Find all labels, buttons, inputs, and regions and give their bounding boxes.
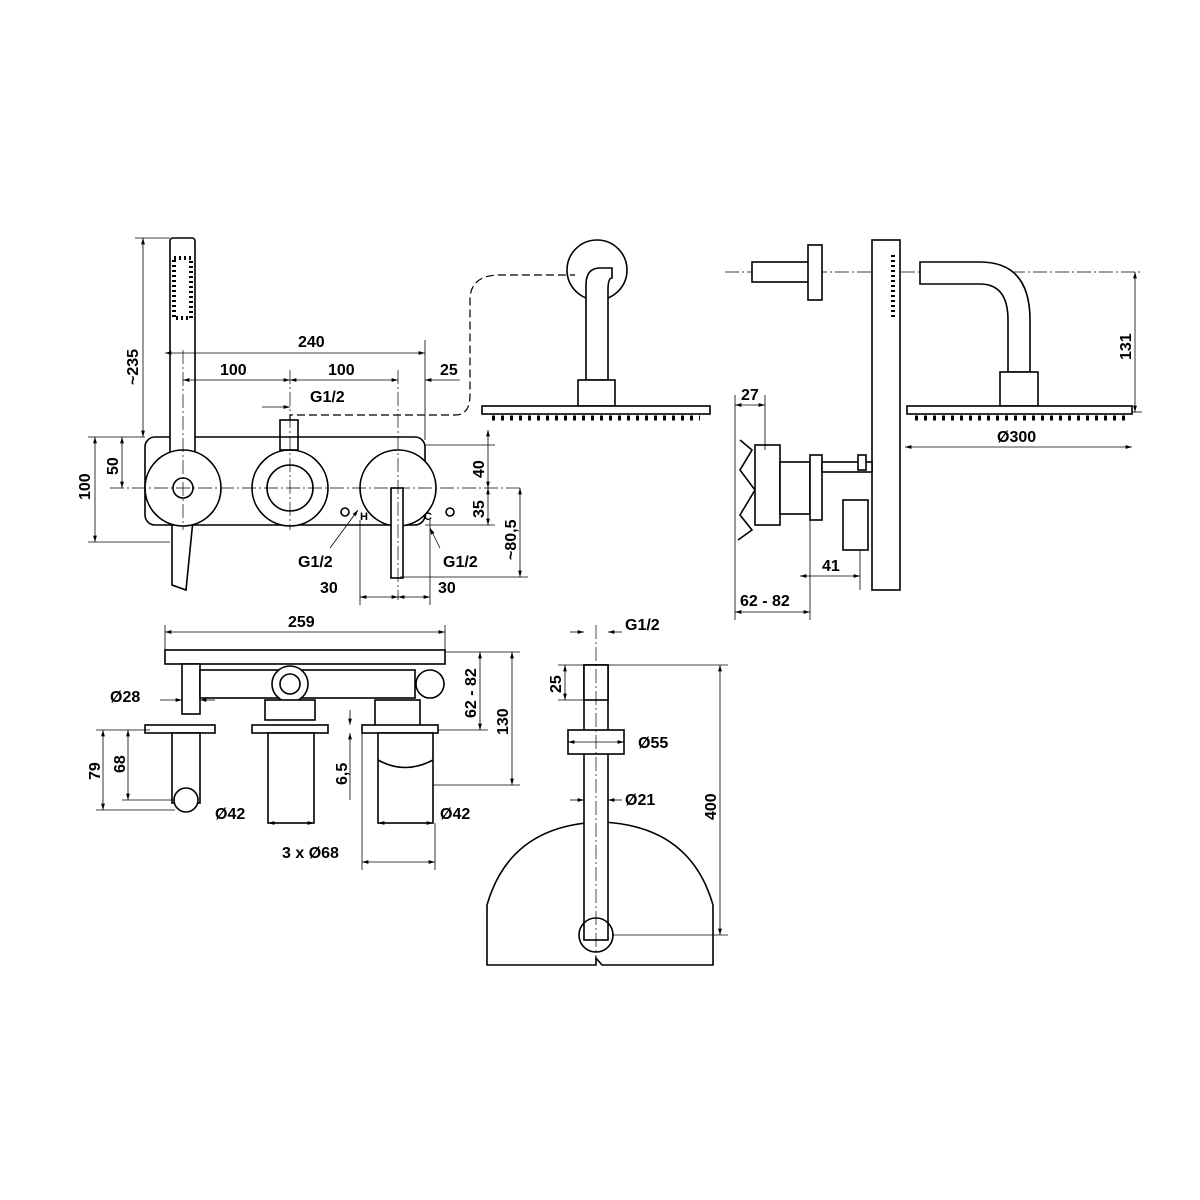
top-view: 259 Ø28 79 68 6,5 Ø42 Ø42 <box>87 614 520 870</box>
top-plate <box>164 649 446 665</box>
side-head-connector <box>999 371 1039 407</box>
dim-30-left: 30 <box>320 580 338 597</box>
dim-240: 240 <box>298 334 325 351</box>
valve-cartridge <box>779 461 811 515</box>
dim-400: 400 <box>703 793 720 820</box>
side-shower-arm <box>919 261 1031 373</box>
dim-35: 35 <box>471 500 488 518</box>
shower-arm <box>585 267 613 381</box>
dim-68: 68 <box>112 755 129 773</box>
dim-21: Ø21 <box>625 792 655 809</box>
dim-100-right: 100 <box>328 362 355 379</box>
dim-41: 41 <box>822 558 840 575</box>
valve-knob <box>377 732 434 824</box>
diverter-body <box>181 663 201 715</box>
hose <box>171 499 196 592</box>
hot-label: H <box>360 511 368 523</box>
dim-25-arm: 25 <box>548 675 565 693</box>
dim-27: 27 <box>741 387 759 404</box>
hose-connector <box>842 499 869 551</box>
shower-head-front <box>481 239 711 421</box>
side-rosette <box>809 454 823 521</box>
dim-6-5: 6,5 <box>334 763 351 785</box>
dim-40: 40 <box>471 460 488 478</box>
rosette-right <box>361 724 439 734</box>
hand-shower-nozzles <box>172 256 193 320</box>
thermostat-knob <box>267 732 315 824</box>
dim-25: 25 <box>440 362 458 379</box>
dim-30-right: 30 <box>438 580 456 597</box>
arm-thread-label: G1/2 <box>625 617 660 634</box>
inlet-hot-label: G1/2 <box>298 554 333 571</box>
lever-handle <box>390 487 404 579</box>
dim-62-82-top: 62 - 82 <box>463 668 480 718</box>
dim-300: Ø300 <box>997 429 1036 446</box>
concealed-pipe <box>289 274 575 420</box>
side-arm-pipe <box>751 261 811 283</box>
rosette-mid <box>251 724 329 734</box>
dim-79: 79 <box>87 762 104 780</box>
dim-130: 130 <box>495 708 512 735</box>
shower-head-plate <box>481 405 711 415</box>
side-view: 27 Ø300 131 41 62 - 82 <box>725 239 1142 620</box>
inlet-cold-label: G1/2 <box>443 554 478 571</box>
side-flange <box>807 244 823 301</box>
cold-label: C <box>424 511 432 523</box>
dim-28: Ø28 <box>110 689 140 706</box>
front-view: 240 100 100 25 G1/2 ~235 50 100 40 35 ~8… <box>77 237 575 605</box>
wall-section <box>737 439 756 541</box>
dim-80-5: ~80,5 <box>503 519 520 560</box>
dim-100-left: 100 <box>220 362 247 379</box>
side-shower-head <box>906 405 1133 415</box>
dim-50: 50 <box>105 457 122 475</box>
dim-100-height: 100 <box>77 473 94 500</box>
side-hand-shower <box>871 239 901 591</box>
valve-body <box>754 444 781 526</box>
dim-3x68: 3 x Ø68 <box>282 845 339 862</box>
dim-131: 131 <box>1118 333 1135 360</box>
dim-42-left: Ø42 <box>215 806 245 823</box>
dim-55: Ø55 <box>638 735 668 752</box>
arm-view: G1/2 25 Ø55 Ø21 400 <box>486 617 728 966</box>
head-connector <box>577 379 616 407</box>
dim-259: 259 <box>288 614 315 631</box>
dim-42-right: Ø42 <box>440 806 470 823</box>
rosette-left <box>144 724 216 734</box>
dim-62-82-side: 62 - 82 <box>740 593 790 610</box>
inlet-top-label: G1/2 <box>310 389 345 406</box>
dim-235: ~235 <box>125 349 142 385</box>
